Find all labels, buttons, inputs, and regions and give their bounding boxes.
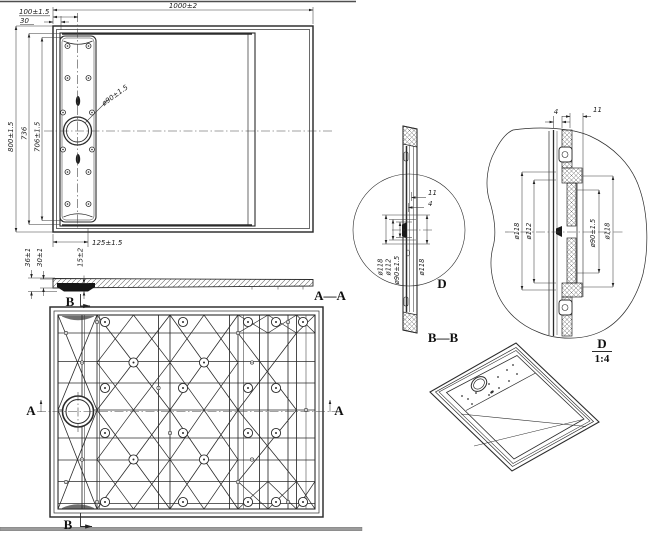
detail-circle-d — [352, 173, 466, 287]
detail-d-label: D — [597, 336, 606, 351]
dim-dd-wall: 4 — [554, 108, 558, 116]
centerlines — [44, 13, 332, 228]
dim-dd-d118-right: ø118 — [604, 223, 612, 241]
dim-bb-d90: ø90±1.5 — [393, 256, 401, 285]
cutline-a: A A — [26, 399, 344, 418]
section-aa-body — [52, 278, 314, 289]
dim-drain-depth: 15±2 — [77, 247, 85, 267]
dim-dd-flange: 11 — [593, 106, 602, 114]
rib-nodes — [63, 316, 309, 508]
top-view: 1000±2 100±1.5 30 800±1.5 736 706±1.5 ø9… — [7, 2, 332, 247]
section-a-marker-left: A — [26, 403, 36, 418]
dim-bb-d112: ø112 — [385, 259, 393, 277]
dim-rim: 30 — [20, 17, 29, 25]
dim-bb-d118-right: ø118 — [418, 259, 426, 277]
dim-dd-d90: ø90±1.5 — [589, 219, 597, 248]
section-aa-drain-trap — [57, 283, 95, 292]
page-edge-bottom — [0, 527, 363, 531]
dim-height: 800±1.5 — [7, 121, 15, 152]
dim-dd-d118-left: ø118 — [513, 223, 521, 241]
section-bb-dimensions — [382, 192, 430, 245]
dim-drain-diameter: ø90±1.5 — [100, 83, 130, 108]
dim-bolt-span: 706±1.5 — [34, 121, 42, 152]
section-bb: 11 4 ø118 ø112 ø90±1.5 ø118 D B—B — [352, 125, 466, 345]
dim-bb-wall: 4 — [428, 200, 432, 208]
dim-width: 1000±2 — [169, 2, 198, 10]
dim-inner-height: 736 — [21, 126, 29, 140]
dim-bb-d118-left: ø118 — [377, 259, 385, 277]
strip-bolt-holes — [60, 43, 95, 207]
detail-profile — [548, 129, 584, 337]
section-b-marker-top: B — [66, 294, 75, 309]
detail-d-dimensions — [520, 113, 615, 291]
detail-d-scale: 1:4 — [595, 353, 610, 365]
iso-bolt-dots — [461, 364, 518, 405]
bottom-view: A A B B — [26, 294, 344, 532]
drain-flange-detail — [556, 226, 562, 237]
cutline-b: B B — [64, 294, 93, 532]
dim-strip-width: 125±1.5 — [92, 239, 123, 247]
dim-bb-flange: 11 — [428, 189, 437, 197]
drain-hole-bottom — [61, 392, 95, 432]
dim-dd-d112: ø112 — [525, 223, 533, 241]
dim-drain-offset: 100±1.5 — [19, 8, 50, 16]
dim-edge-height: 30±1 — [36, 248, 44, 267]
strip-end-top — [62, 316, 94, 321]
drain-strip — [59, 35, 97, 223]
section-aa: 36±1 30±1 15±2 A—A — [24, 247, 346, 303]
detail-boundary — [486, 127, 648, 339]
iso-view — [429, 342, 600, 472]
section-a-marker-right: A — [334, 403, 344, 418]
section-aa-label: A—A — [314, 288, 346, 303]
dim-total-height: 36±1 — [24, 248, 32, 267]
detail-d: 4 11 ø118 ø112 ø90±1.5 ø118 D 1:4 — [486, 106, 648, 365]
section-b-marker-bottom: B — [64, 517, 73, 532]
rib-lattice — [57, 314, 316, 510]
detail-d-marker: D — [437, 276, 446, 291]
section-bb-label: B—B — [428, 330, 459, 345]
strip-end-bottom — [62, 504, 94, 509]
iso-drain-hole — [470, 376, 488, 392]
top-view-dimensions — [14, 7, 314, 247]
detail-d-title: D 1:4 — [592, 336, 612, 365]
